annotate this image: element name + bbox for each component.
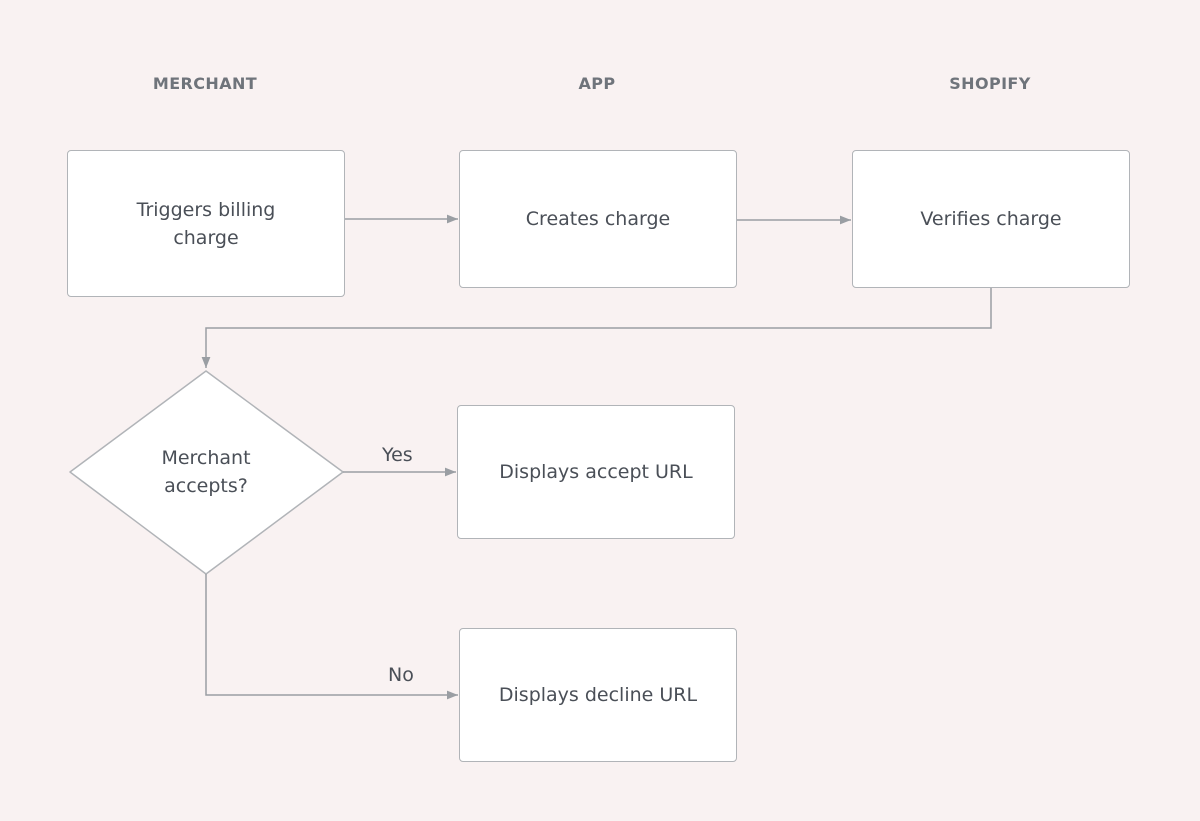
edge-label-no: No — [388, 664, 414, 686]
lane-header-shopify: SHOPIFY — [949, 74, 1031, 93]
lane-header-app: APP — [578, 74, 616, 93]
node-label: Creates charge — [525, 208, 671, 230]
arrow-no-to-decline — [205, 574, 458, 700]
node-creates-charge: Creates charge — [459, 150, 737, 288]
lane-header-merchant: MERCHANT — [152, 74, 258, 93]
node-label: Displays accept URL — [499, 461, 693, 483]
node-label: Merchant accepts? — [161, 447, 251, 497]
node-label: Triggers billing charge — [136, 198, 276, 249]
node-displays-accept-url: Displays accept URL — [457, 405, 735, 539]
node-label: Displays decline URL — [498, 684, 698, 706]
node-triggers-billing-charge: Triggers billing charge — [67, 150, 345, 297]
node-label: Verifies charge — [920, 208, 1062, 230]
node-verifies-charge: Verifies charge — [852, 150, 1130, 288]
node-merchant-accepts: Merchant accepts? — [120, 432, 292, 512]
arrow-verifies-to-decision — [201, 287, 992, 368]
node-displays-decline-url: Displays decline URL — [459, 628, 737, 762]
edge-label-yes: Yes — [382, 444, 413, 466]
